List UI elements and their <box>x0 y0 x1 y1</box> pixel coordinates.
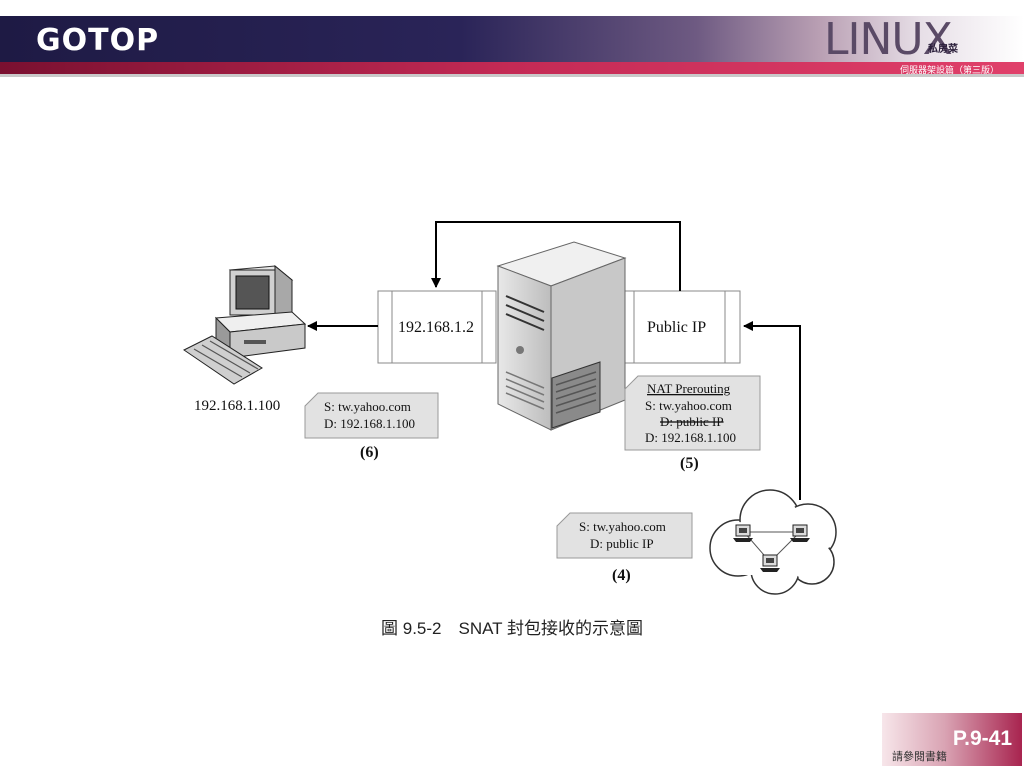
header-red-stripe <box>0 62 1024 74</box>
wan-interface-label: Public IP <box>647 319 706 336</box>
packet5-source: S: tw.yahoo.com <box>645 398 732 413</box>
packet-box-4 <box>556 512 693 559</box>
server-icon <box>496 241 627 431</box>
client-computer-icon <box>183 264 307 385</box>
nat-prerouting-title: NAT Prerouting <box>647 381 731 396</box>
lan-interface-label: 192.168.1.2 <box>398 319 474 336</box>
gotop-logo: GOTOP <box>36 23 160 58</box>
linux-logo: LINUX <box>824 14 953 65</box>
client-ip-label: 192.168.1.100 <box>194 398 280 414</box>
header-band <box>0 16 1024 62</box>
header-gray-stripe <box>0 74 1024 77</box>
packet4-source: S: tw.yahoo.com <box>579 519 666 534</box>
from-internet-arrow <box>743 321 801 500</box>
linux-logo-edition: 伺服器架設篇（第三版） <box>900 65 1000 75</box>
packet6-dest: D: 192.168.1.100 <box>324 416 415 431</box>
page-number: P.9-41 <box>952 727 1012 750</box>
header-banner: GOTOP LINUX 私房菜 伺服器架設篇（第三版） <box>0 0 1024 80</box>
step-5-label: (5) <box>680 455 699 472</box>
internet-cloud-icon <box>709 489 837 595</box>
packet6-source: S: tw.yahoo.com <box>324 399 411 414</box>
packet5-new-dest: D: 192.168.1.100 <box>645 430 736 445</box>
step-4-label: (4) <box>612 567 631 584</box>
wan-interface-box <box>619 290 741 364</box>
figure-caption: 圖 9.5-2 SNAT 封包接收的示意圖 <box>381 619 643 638</box>
linux-logo-subtitle: 私房菜 <box>928 44 958 55</box>
packet-box-5 <box>624 375 761 451</box>
packet5-old-dest: D: public IP <box>660 414 724 429</box>
packet-box-6 <box>304 392 439 439</box>
step-6-label: (6) <box>360 444 379 461</box>
packet4-dest: D: public IP <box>590 536 654 551</box>
page-note: 請參閱書籍 <box>892 751 947 763</box>
server-loop-arrow <box>431 221 681 291</box>
page-number-box: P.9-41 請參閱書籍 <box>882 713 1022 766</box>
